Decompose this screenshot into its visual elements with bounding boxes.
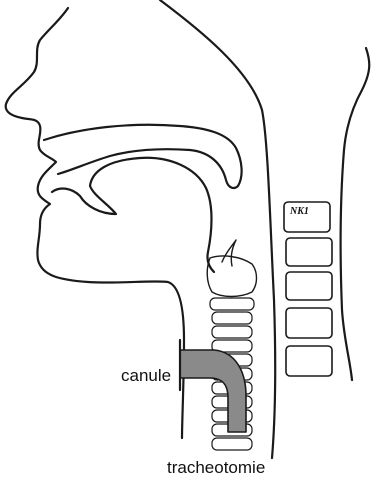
vertebra-4 xyxy=(286,308,332,338)
vertebra-label: NK1 xyxy=(290,206,309,217)
spine-outline xyxy=(341,48,370,380)
palate-outline xyxy=(44,125,242,188)
canule-label: canule xyxy=(121,366,171,386)
vertebrae xyxy=(284,202,332,376)
tracheotomie-label: tracheotomie xyxy=(167,458,265,478)
vertebra-2 xyxy=(286,238,332,266)
epiglottis-outline xyxy=(222,240,236,266)
vertebra-5 xyxy=(286,346,332,376)
vertebra-3 xyxy=(286,272,332,300)
tongue-outline xyxy=(52,158,214,272)
